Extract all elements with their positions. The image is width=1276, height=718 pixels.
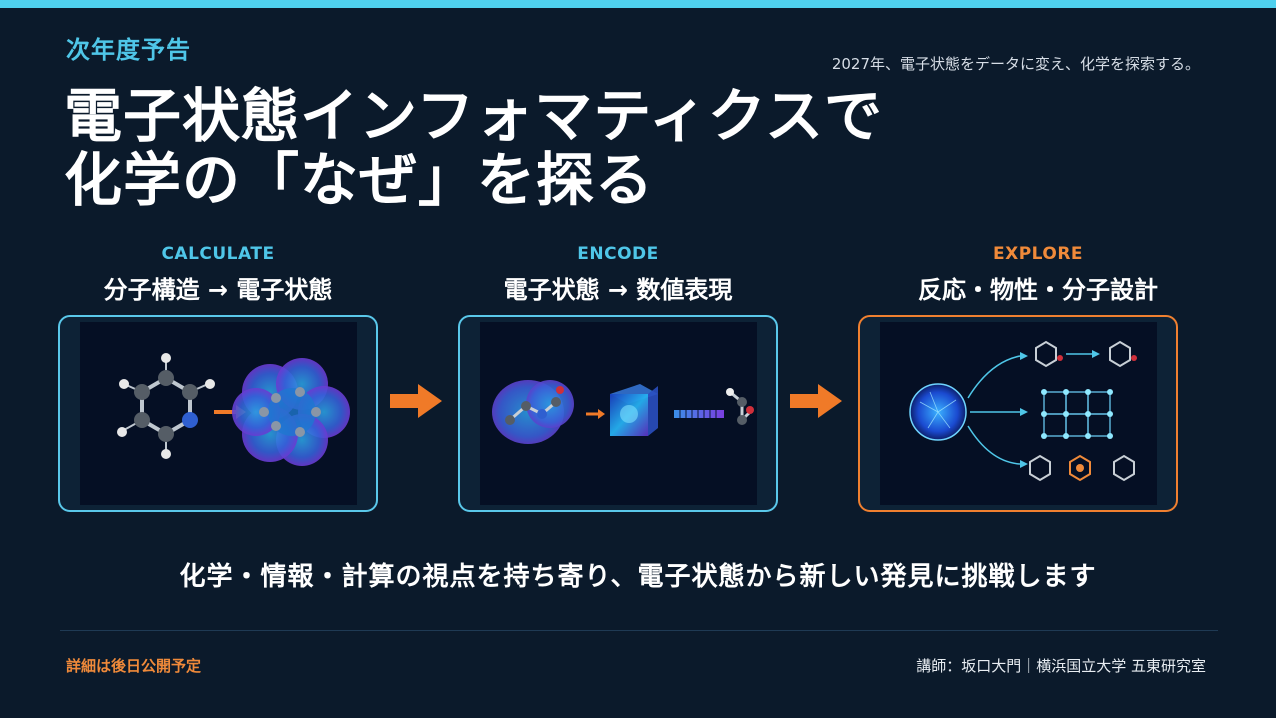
step-calculate: CALCULATE 分子構造 → 電子状態 bbox=[53, 244, 383, 305]
step-explore-en: EXPLORE bbox=[992, 244, 1084, 264]
tagline: 2027年、電子状態をデータに変え、化学を探索する。 bbox=[831, 55, 1200, 73]
arrow-icon bbox=[790, 384, 842, 418]
step-explore: EXPLORE 反応・物性・分子設計 bbox=[873, 244, 1203, 305]
explore-card bbox=[858, 315, 1178, 512]
footer-notice: 詳細は後日公開予定 bbox=[66, 657, 202, 675]
title-line-2: 化学の「なぜ」を探る bbox=[64, 146, 655, 214]
step-encode: ENCODE 電子状態 → 数値表現 bbox=[453, 244, 783, 305]
step-calculate-jp: 分子構造 → 電子状態 bbox=[103, 276, 333, 304]
top-accent-bar bbox=[0, 0, 1276, 8]
step-encode-jp: 電子状態 → 数値表現 bbox=[503, 276, 733, 304]
page-title: 電子状態インフォマティクスで 化学の「なぜ」を探る bbox=[64, 84, 883, 212]
footer-divider bbox=[60, 630, 1218, 631]
exploration-illustration bbox=[880, 322, 1157, 505]
step-calculate-en: CALCULATE bbox=[161, 244, 275, 264]
kicker-label: 次年度予告 bbox=[66, 36, 191, 64]
step-encode-en: ENCODE bbox=[577, 244, 659, 264]
molecule-to-density-illustration bbox=[80, 322, 357, 505]
step-explore-jp: 反応・物性・分子設計 bbox=[918, 276, 1158, 304]
arrow-icon bbox=[390, 384, 442, 418]
encoding-illustration bbox=[480, 322, 757, 505]
title-line-1: 電子状態インフォマティクスで bbox=[64, 82, 884, 150]
key-message: 化学・情報・計算の視点を持ち寄り、電子状態から新しい発見に挑戦します bbox=[179, 562, 1097, 592]
encode-card bbox=[458, 315, 778, 512]
footer-lecturer: 講師：坂口大門｜横浜国立大学 五東研究室 bbox=[916, 657, 1206, 675]
calculate-card bbox=[58, 315, 378, 512]
